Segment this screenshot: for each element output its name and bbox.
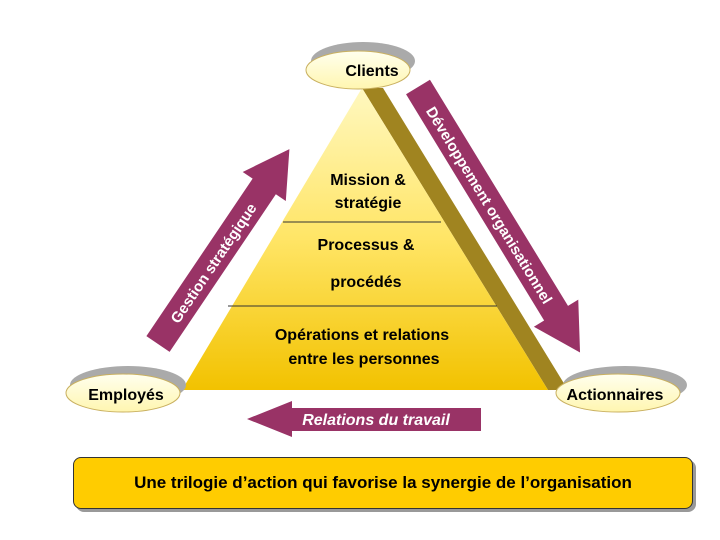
- stakeholder-actionnaires-label: Actionnaires: [567, 387, 664, 404]
- pyramid-operations-line2: entre les personnes: [288, 351, 439, 368]
- pyramid-mission-line2: stratégie: [335, 195, 402, 212]
- pyramid-mission-line1: Mission &: [330, 172, 406, 189]
- arrow-relations-label: Relations du travail: [302, 412, 450, 429]
- pyramid-front-face: [182, 88, 548, 390]
- stakeholder-actionnaires: Actionnaires: [555, 366, 687, 413]
- arrow-relations-du-travail: Relations du travail: [247, 401, 481, 437]
- pyramid-operations-line1: Opérations et relations: [275, 327, 449, 344]
- pyramid-side-face: [362, 88, 568, 390]
- stakeholder-employes-label: Employés: [88, 387, 164, 404]
- stakeholder-clients-label: Clients: [345, 63, 398, 80]
- pyramid-processus-line1: Processus &: [318, 237, 415, 254]
- stakeholder-employes: Employés: [65, 366, 186, 413]
- synergy-banner: Une trilogie d’action qui favorise la sy…: [73, 457, 693, 509]
- stakeholder-clients: Clients: [305, 42, 415, 90]
- pyramid-processus-line2: procédés: [330, 274, 401, 291]
